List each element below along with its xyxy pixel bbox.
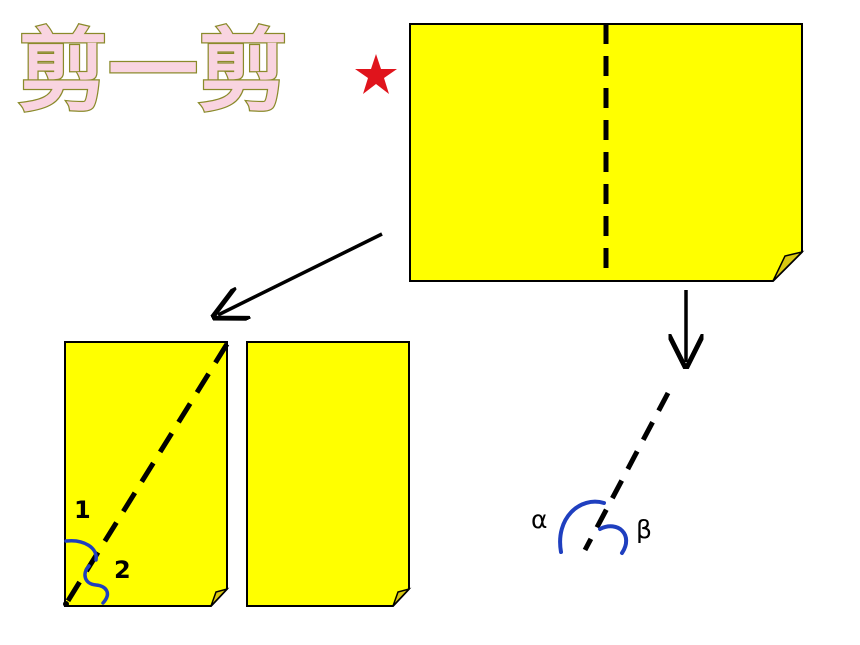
page-curl <box>392 587 412 607</box>
star-icon <box>355 54 397 94</box>
page-curl <box>772 250 805 282</box>
alpha-label: α <box>531 505 547 534</box>
right-half-sheet <box>246 341 412 607</box>
page-curl <box>210 587 230 607</box>
title-text: 剪一剪 <box>18 18 288 124</box>
corner-vertex <box>63 601 69 607</box>
angle-2-arc <box>83 564 110 605</box>
angle-label-2: 2 <box>114 556 131 584</box>
angle-1-arc <box>64 539 98 562</box>
angle-alpha-arc <box>558 499 606 554</box>
beta-label: β <box>636 515 652 544</box>
diagonal-cut-line <box>63 342 230 606</box>
extended-dashed-line <box>582 391 671 552</box>
angle-beta-arc <box>598 524 629 555</box>
angle-label-1: 1 <box>74 496 91 524</box>
arrow-to-halves <box>218 232 383 315</box>
